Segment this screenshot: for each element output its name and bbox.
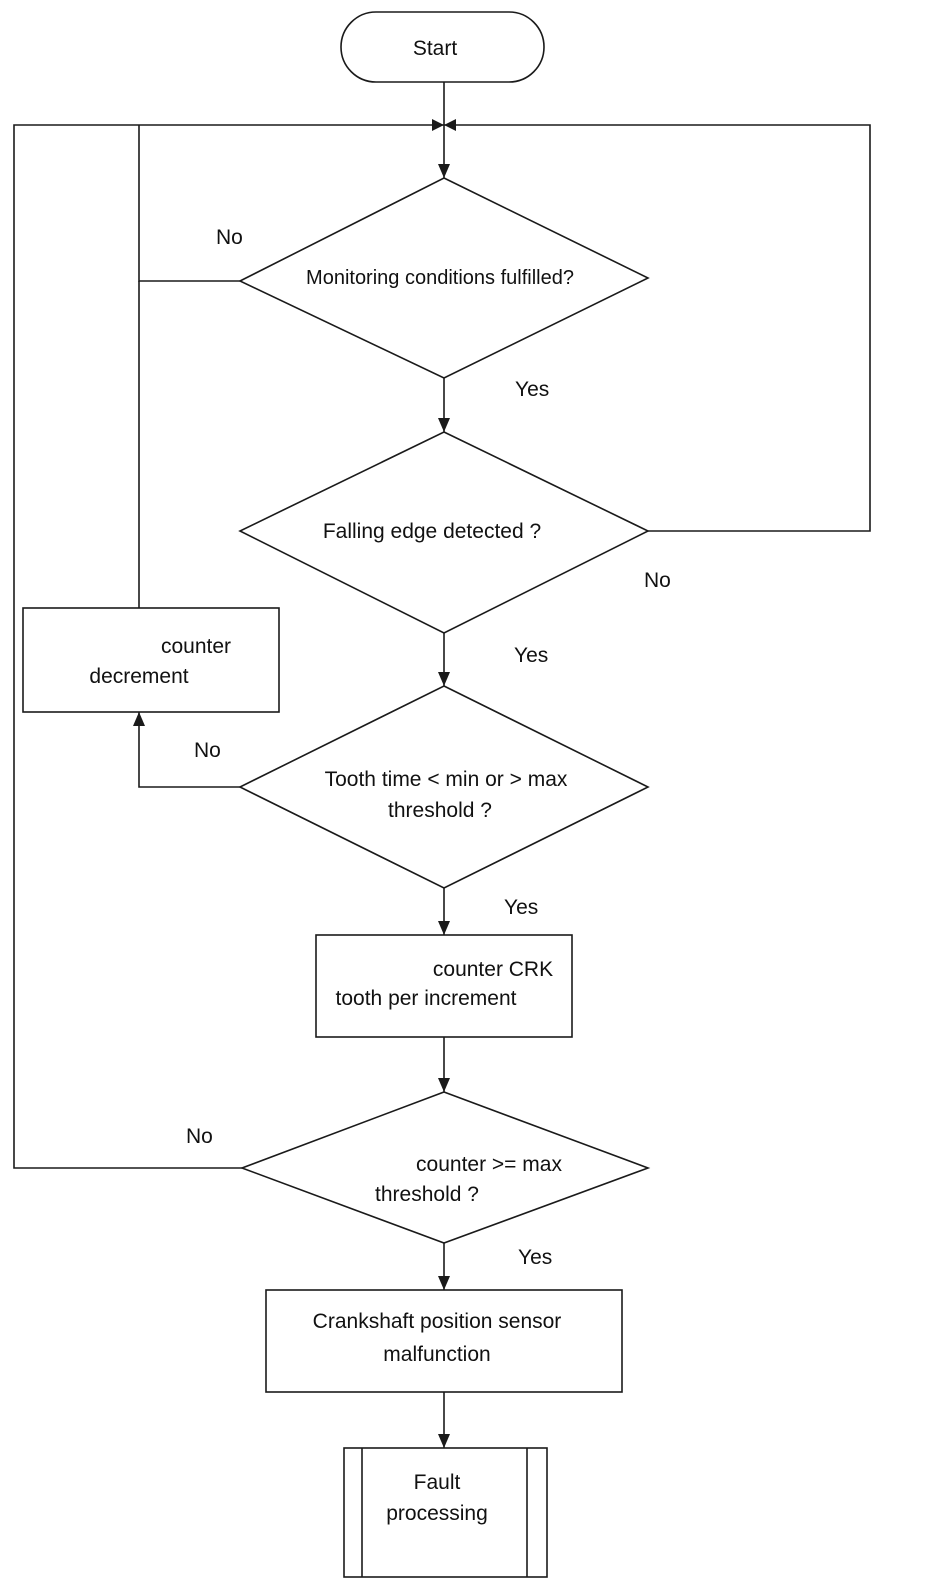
connector-tooth-time-no (138, 712, 240, 788)
start-label: Start (413, 37, 458, 60)
malfunction-box (265, 1289, 623, 1393)
tooth-time-diamond (238, 685, 650, 889)
monitoring-decision: Monitoring conditions fulfilled? (238, 177, 650, 379)
malfunction-line-2: malfunction (383, 1343, 490, 1366)
counter-decrement-line-1: counter (161, 635, 231, 658)
arrowhead-into-tooth-time (438, 672, 450, 686)
edge-label-tooth-time-yes: Yes (504, 896, 538, 919)
arrowhead-into-decrement (133, 712, 145, 726)
counter-threshold-line-1: counter >= max (416, 1153, 562, 1176)
arrowhead-into-threshold (438, 1078, 450, 1092)
malfunction-process: Crankshaft position sensor malfunction (265, 1289, 623, 1393)
falling-edge-label: Falling edge detected ? (323, 520, 541, 543)
counter-threshold-decision: counter >= max threshold ? (239, 1091, 651, 1244)
edge-labels: No Yes No Yes No Yes No Yes (186, 226, 671, 1269)
edge-label-tooth-time-no: No (194, 739, 221, 762)
arrowhead-into-fault (438, 1434, 450, 1448)
tooth-time-line-2: threshold ? (388, 799, 492, 822)
arrowhead-into-monitoring (438, 164, 450, 178)
fault-processing-process: Fault processing (343, 1447, 548, 1578)
fault-processing-box (343, 1447, 548, 1578)
counter-decrement-process: counter decrement (22, 607, 280, 713)
connector-threshold-no-loop (13, 124, 444, 1169)
edge-label-monitoring-no: No (216, 226, 243, 249)
counter-threshold-line-2: threshold ? (375, 1183, 479, 1206)
arrowhead-into-merge-left (432, 119, 444, 131)
edge-label-falling-edge-yes: Yes (514, 644, 548, 667)
tooth-time-decision: Tooth time < min or > max threshold ? (238, 685, 650, 889)
counter-increment-line-2: tooth per increment (336, 987, 517, 1010)
arrowhead-into-falling-edge (438, 418, 450, 432)
monitoring-label: Monitoring conditions fulfilled? (306, 267, 574, 289)
arrowheads (133, 119, 456, 1448)
fault-processing-line-1: Fault (414, 1471, 461, 1494)
arrowhead-into-malfunction (438, 1276, 450, 1290)
edge-label-falling-edge-no: No (644, 569, 671, 592)
counter-increment-line-1: counter CRK (433, 958, 553, 981)
monitoring-diamond (238, 177, 650, 379)
tooth-time-line-1: Tooth time < min or > max (325, 768, 568, 791)
edge-label-threshold-yes: Yes (518, 1246, 552, 1269)
edge-label-monitoring-yes: Yes (515, 378, 549, 401)
arrowhead-into-merge-right (444, 119, 456, 131)
edge-label-threshold-no: No (186, 1125, 213, 1148)
falling-edge-diamond (238, 431, 650, 634)
arrowhead-into-increment (438, 921, 450, 935)
start-terminator (340, 11, 545, 83)
fault-processing-line-2: processing (386, 1502, 488, 1525)
connector-monitoring-no-loop (138, 125, 240, 282)
counter-threshold-diamond (239, 1091, 651, 1244)
connectors (13, 82, 871, 1448)
falling-edge-decision: Falling edge detected ? (238, 431, 650, 634)
counter-decrement-line-2: decrement (89, 665, 188, 688)
counter-increment-box (315, 934, 573, 1038)
start-node: Start (340, 11, 545, 83)
counter-decrement-box (22, 607, 280, 713)
counter-increment-process: counter CRK tooth per increment (315, 934, 573, 1038)
connector-falling-edge-no-loop (444, 124, 871, 532)
malfunction-line-1: Crankshaft position sensor (313, 1310, 562, 1333)
